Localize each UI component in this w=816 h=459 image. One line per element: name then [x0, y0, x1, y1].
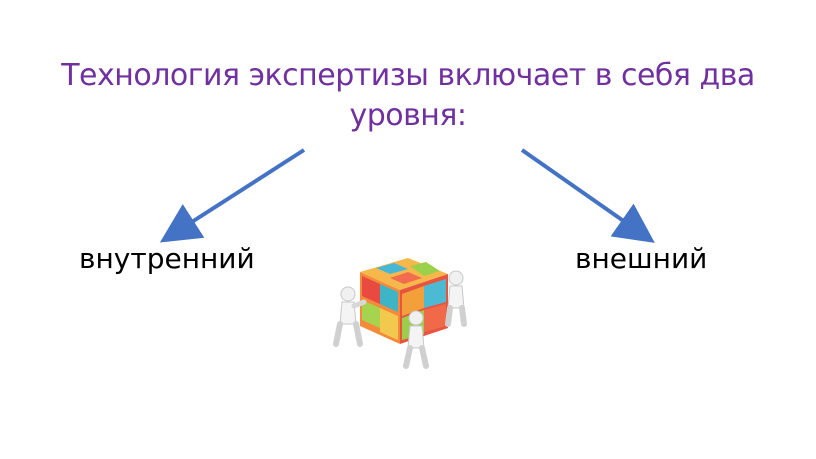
puzzle-cube-with-figures-icon: [333, 258, 467, 369]
arrow-right-icon: [520, 148, 655, 243]
level-internal-label: внутренний: [79, 242, 255, 275]
level-external-label: внешний: [575, 242, 708, 275]
slide-title: Технология экспертизы включает в себя дв…: [61, 58, 755, 133]
arrow-left-icon: [159, 148, 306, 243]
